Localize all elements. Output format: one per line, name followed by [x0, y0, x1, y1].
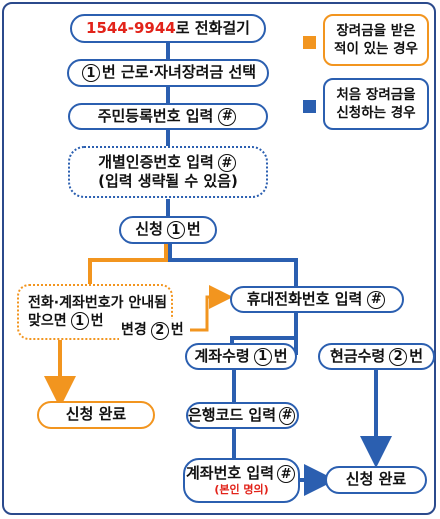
- circle-number-1: 1: [81, 64, 100, 82]
- line-mobile-to-account: [230, 311, 298, 344]
- diagram-frame: [2, 2, 436, 515]
- orange-done-node: 신청 완료: [37, 401, 155, 429]
- phone-number: 1544-9944: [86, 18, 176, 37]
- cash-receive-label: 현금수령: [329, 346, 386, 365]
- arrow-change-to-mobile: [190, 285, 233, 332]
- legend-orange-line1: 장려금을 받은: [336, 22, 416, 39]
- blue-done-node: 신청 완료: [325, 466, 427, 494]
- resident-id-node: 주민등록번호 입력#: [68, 103, 268, 130]
- circle-number-1: 1: [70, 312, 89, 331]
- apply-suffix: 번: [186, 220, 201, 239]
- account-input-node: 계좌번호 입력# (본인 명의): [183, 458, 300, 503]
- account-owner-note: (본인 명의): [214, 483, 269, 497]
- personal-cert-note: (입력 생략될 수 있음): [98, 172, 238, 190]
- change-suffix: 번: [170, 322, 184, 338]
- cash-receive-suffix: 번: [409, 346, 423, 365]
- line-orange-split: [88, 242, 168, 285]
- orange-branch-lines: [44, 285, 233, 408]
- circle-number-1: 1: [166, 221, 185, 239]
- blue-branch-lines: [230, 311, 392, 496]
- circle-number-1: 1: [253, 347, 272, 366]
- call-suffix: 로 전화걸기: [175, 18, 250, 37]
- account-guide-text: 전화·계좌번호가 안내됨: [28, 294, 167, 311]
- mobile-input-label: 휴대전화번호 입력: [246, 289, 363, 308]
- blue-done-label: 신청 완료: [345, 470, 407, 489]
- legend-blue-box: 처음 장려금을 신청하는 경우: [323, 78, 429, 130]
- hash-key-icon: #: [279, 406, 295, 425]
- split-lines: [88, 242, 298, 288]
- legend-blue-swatch: [303, 100, 316, 113]
- bank-code-label: 은행코드 입력: [188, 405, 277, 424]
- select-program-label: 번 근로·자녀장려금 선택: [101, 63, 257, 82]
- apply-prefix: 신청: [135, 220, 163, 239]
- legend-orange-box: 장려금을 받은 적이 있는 경우: [323, 14, 429, 66]
- hash-key-icon: #: [277, 465, 296, 484]
- mobile-input-node: 휴대전화번호 입력#: [230, 286, 404, 313]
- if-correct-suffix: 번: [90, 312, 104, 329]
- account-receive-label: 계좌수령: [194, 346, 250, 365]
- legend-blue-line1: 처음 장려금을: [336, 86, 416, 103]
- hash-key-icon: #: [218, 107, 237, 126]
- legend-blue-line2: 신청하는 경우: [336, 105, 416, 121]
- bank-code-node: 은행코드 입력#: [186, 402, 299, 429]
- personal-cert-node: 개별인증번호 입력# (입력 생략될 수 있음): [68, 146, 268, 198]
- account-receive-suffix: 번: [273, 346, 288, 365]
- legend-orange-swatch: [303, 36, 316, 49]
- if-correct-label: 맞으면: [28, 312, 67, 329]
- orange-done-label: 신청 완료: [65, 405, 127, 424]
- resident-id-label: 주민등록번호 입력: [97, 106, 214, 125]
- personal-cert-label: 개별인증번호 입력: [98, 152, 214, 171]
- account-input-label: 계좌번호 입력: [185, 463, 275, 482]
- change-label: 변경: [121, 322, 147, 338]
- legend-orange-line2: 적이 있는 경우: [334, 41, 418, 57]
- hash-key-icon: #: [367, 290, 386, 309]
- circle-number-2: 2: [389, 347, 408, 366]
- circle-number-2: 2: [150, 321, 169, 340]
- hash-key-icon: #: [217, 154, 236, 172]
- line-blue-split: [168, 242, 298, 288]
